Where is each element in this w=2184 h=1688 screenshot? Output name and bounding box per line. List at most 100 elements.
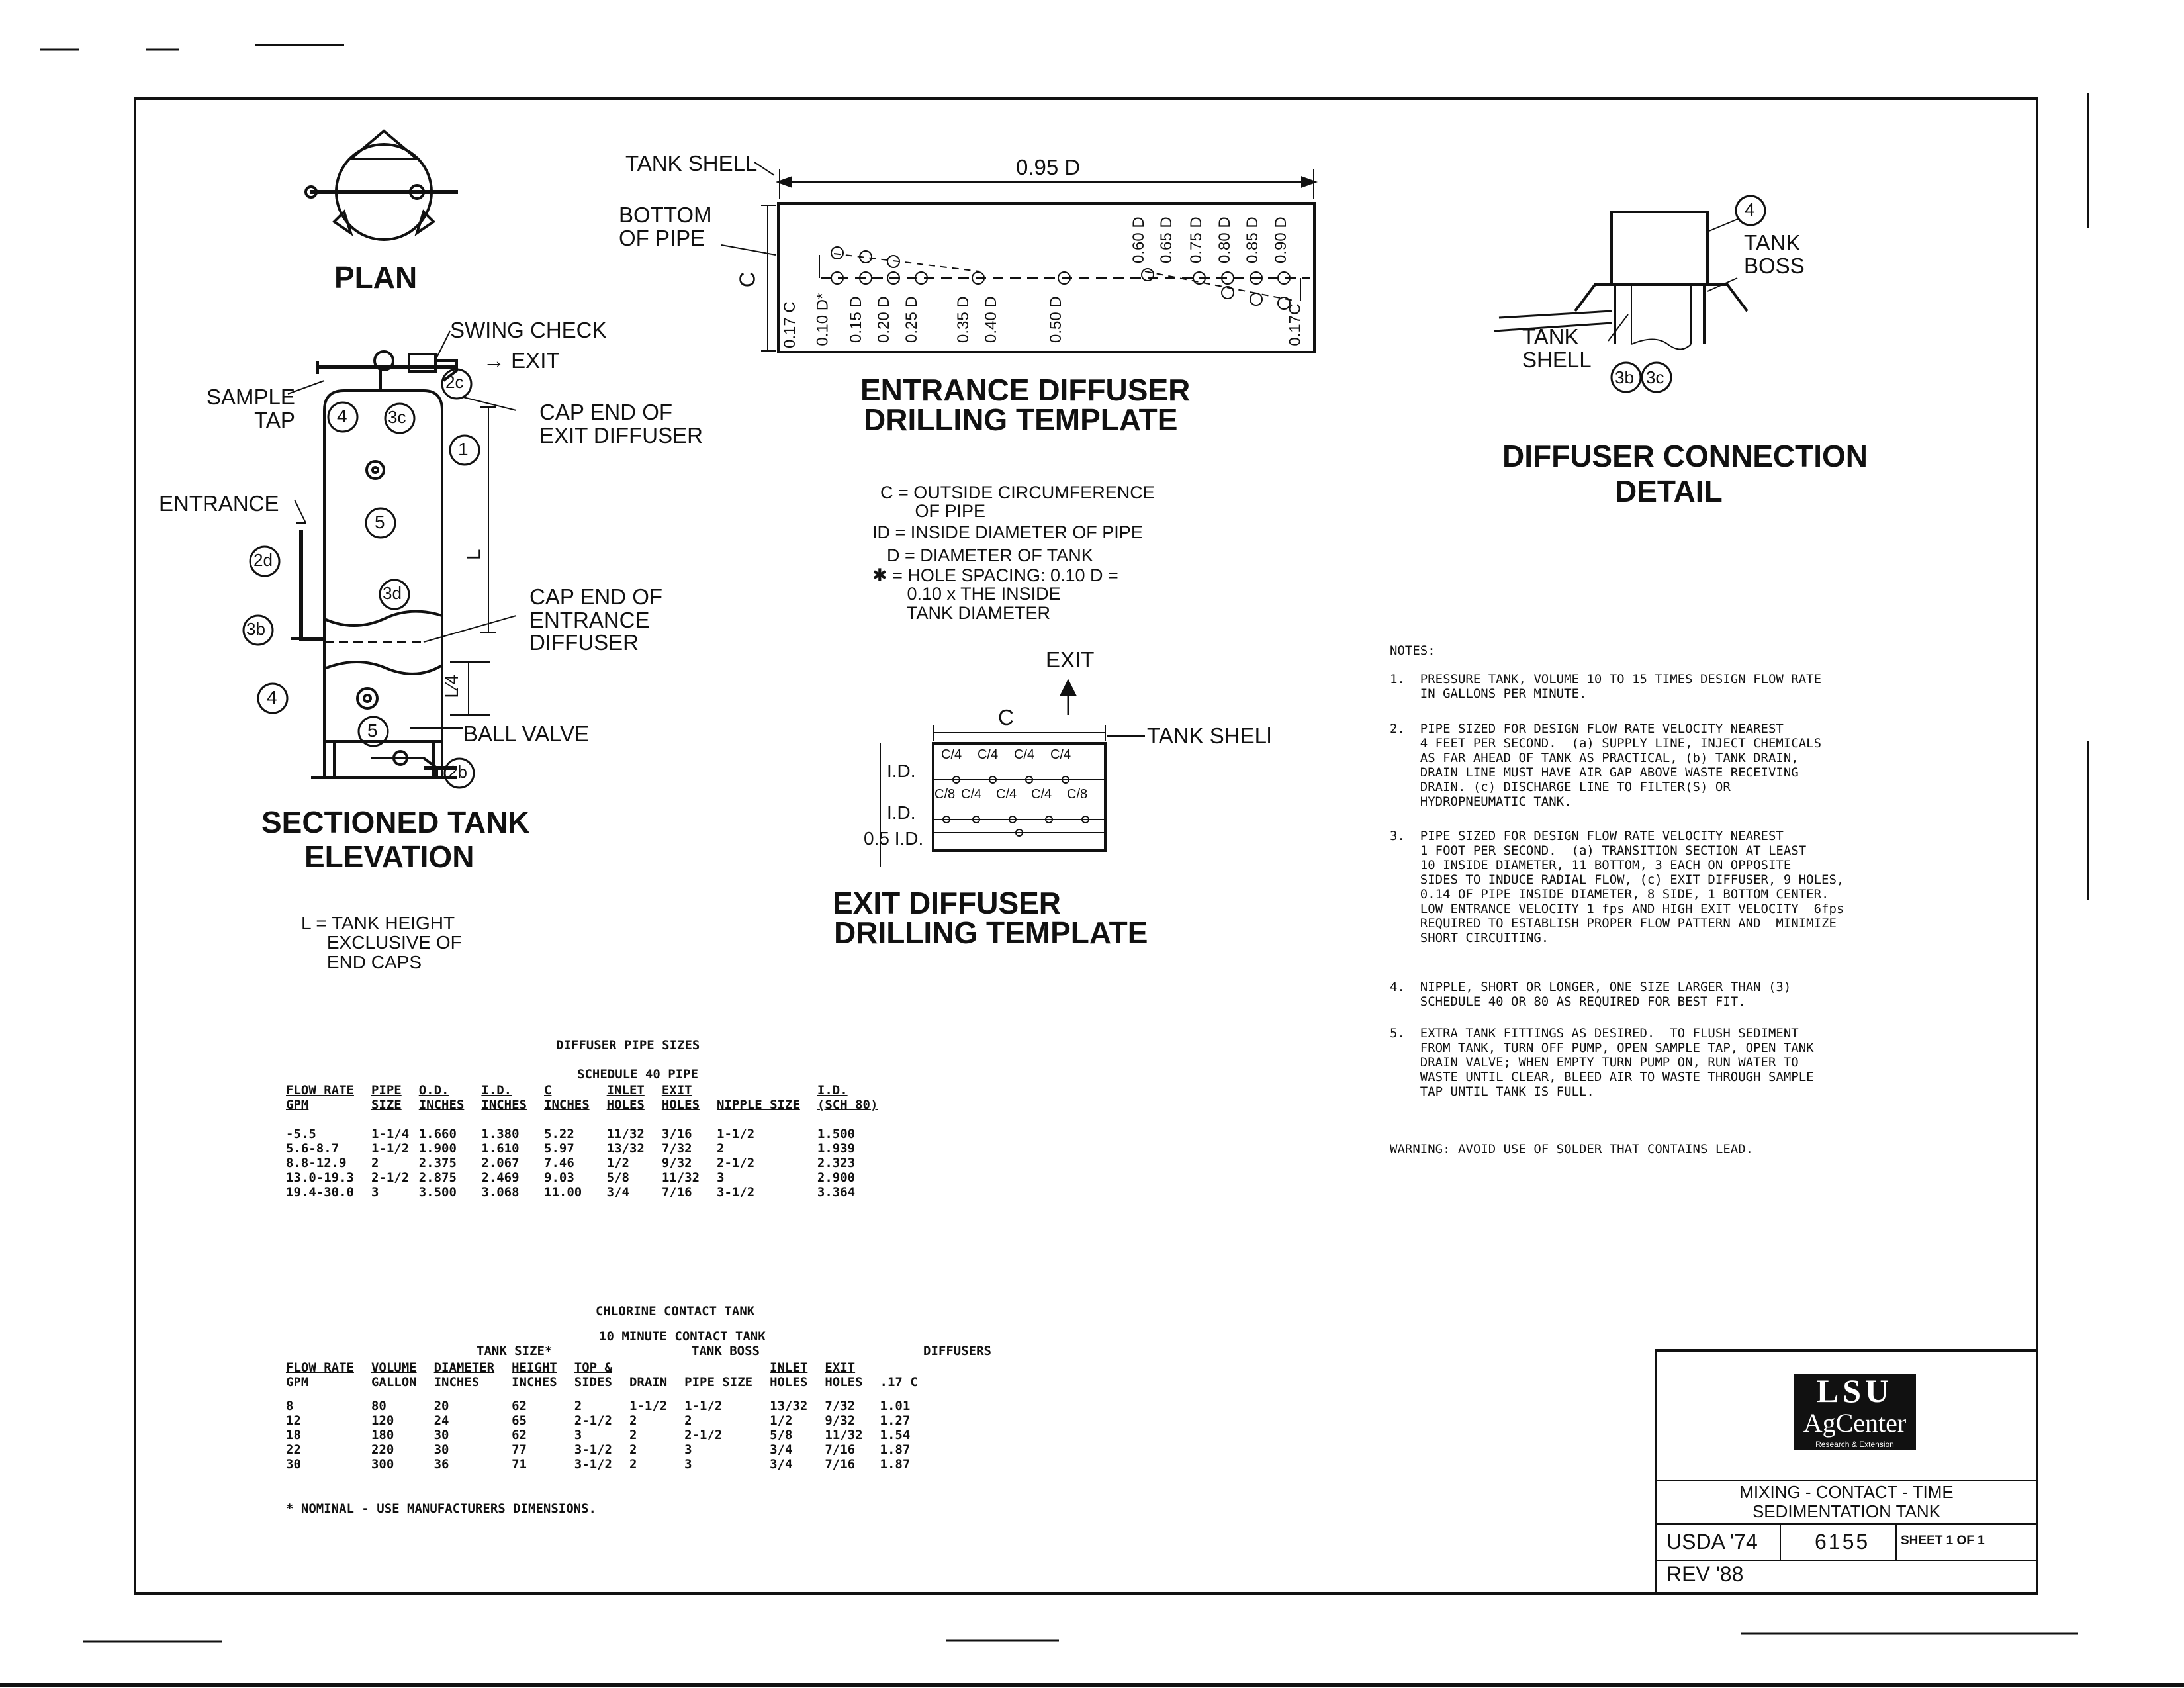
exit-id-3: 0.5 I.D.	[864, 828, 924, 849]
exit-template-tank-shell-label: TANK SHELl	[1147, 724, 1272, 748]
table-cell: 12	[286, 1413, 301, 1428]
group-diffusers: DIFFUSERS	[923, 1344, 991, 1358]
table-cell: 19.4-30.0	[286, 1185, 354, 1199]
group-tank-size: TANK SIZE*	[477, 1344, 553, 1358]
table-cell: 2	[629, 1457, 637, 1472]
col-nipple-size: NIPPLE SIZE	[717, 1098, 800, 1112]
col-c: C INCHES	[544, 1083, 590, 1112]
table-cell: 3/4	[770, 1457, 793, 1472]
table-cell: 2	[574, 1399, 582, 1413]
table-cell: 2	[717, 1141, 725, 1156]
table-cell: 36	[433, 1457, 449, 1472]
table-cell: 3-1/2	[574, 1442, 612, 1457]
table-cell: 1.87	[880, 1442, 911, 1457]
callout-4-bottom: 4	[267, 687, 277, 708]
title-block-title: MIXING - CONTACT - TIME SEDIMENTATION TA…	[1656, 1483, 2037, 1521]
pos-label: 0.85 D	[1243, 216, 1261, 263]
table-cell: 20	[433, 1399, 449, 1413]
table-cell: 11.00	[544, 1185, 582, 1199]
exit-spacing-label: C/4	[1014, 747, 1035, 762]
l-note: L = TANK HEIGHT EXCLUSIVE OF END CAPS	[301, 913, 462, 972]
table-cell: 80	[371, 1399, 387, 1413]
plan-view-drawing	[304, 129, 458, 241]
table-cell: 2-1/2	[371, 1170, 410, 1185]
col-nipple-id: I.D. (SCH 80)	[817, 1083, 878, 1112]
exit-template-title-line2: DRILLING TEMPLATE	[834, 915, 1148, 950]
table-cell: 1.660	[418, 1127, 457, 1141]
entrance-label: ENTRANCE	[159, 491, 279, 516]
col-drain: DRAIN	[629, 1375, 668, 1389]
elevation-title-line2: ELEVATION	[304, 839, 475, 874]
logo-sub: AgCenter	[1794, 1408, 1916, 1438]
width-dim-label: 0.95 D	[1016, 155, 1081, 179]
logo-main: LSU	[1794, 1374, 1916, 1408]
table-cell: 2	[371, 1156, 379, 1170]
table-cell: 8.8-12.9	[286, 1156, 347, 1170]
table-cell: 1/2	[606, 1156, 629, 1170]
pos-label: 0.65 D	[1157, 216, 1175, 263]
legend-id: ID = INSIDE DIAMETER OF PIPE	[872, 522, 1143, 542]
table-cell: 71	[512, 1457, 527, 1472]
table-header-row: FLOW RATE GPM PIPE SIZE O.D. INCHES I.D.…	[286, 1083, 884, 1112]
drawing-number: 6155	[1815, 1530, 1870, 1554]
table-cell: 3.500	[418, 1185, 457, 1199]
callout-3c-connection: 3c	[1646, 367, 1664, 387]
title-line1: MIXING - CONTACT - TIME	[1739, 1482, 1954, 1502]
connection-title-line1: DIFFUSER CONNECTION	[1502, 439, 1868, 473]
table-cell: 3.364	[817, 1185, 856, 1199]
table-cell: 7/16	[825, 1442, 856, 1457]
pos-label: 0.90 D	[1271, 216, 1290, 263]
exit-spacing-label: C/8	[1067, 787, 1088, 802]
pos-label: 0.17 C	[780, 301, 799, 348]
cap-exit-label: CAP END OF EXIT DIFFUSER	[539, 400, 703, 447]
exit-label: → EXIT	[483, 348, 560, 373]
elevation-title-line1: SECTIONED TANK	[261, 805, 530, 839]
table-cell: 220	[371, 1442, 394, 1457]
table-cell: 13/32	[606, 1141, 645, 1156]
exit-template-title-line1: EXIT DIFFUSER	[833, 886, 1062, 920]
pipe-table-subtitle: SCHEDULE 40 PIPE	[577, 1067, 699, 1082]
table-cell: 11/32	[661, 1170, 700, 1185]
dim-l-label: L	[463, 549, 485, 561]
plan-title: PLAN	[334, 260, 418, 295]
table-cell: 1.01	[880, 1399, 911, 1413]
callout-2b: 2b	[448, 762, 467, 782]
pos-label: 0.25 D	[902, 296, 921, 343]
exit-template-exit-label: EXIT	[1046, 647, 1095, 672]
pos-label: 0.35 D	[954, 296, 972, 343]
table-cell: 2.375	[418, 1156, 457, 1170]
page-edge-marks	[0, 44, 2184, 1687]
sample-tap-label: SAMPLE TAP	[206, 385, 295, 432]
table-cell: 5/8	[770, 1428, 793, 1442]
col-inlet-holes: INLET HOLES	[770, 1360, 808, 1389]
table-cell: 2.469	[481, 1170, 520, 1185]
table-cell: 5.6-8.7	[286, 1141, 340, 1156]
entrance-template-title-line2: DRILLING TEMPLATE	[864, 402, 1178, 437]
dim-quarter-label: L⁄4	[441, 674, 463, 698]
table-cell: 9/32	[825, 1413, 856, 1428]
table-cell: 11/32	[606, 1127, 645, 1141]
ball-valve-label: BALL VALVE	[463, 722, 590, 746]
table-cell: 9/32	[661, 1156, 692, 1170]
pos-label: 0.17C	[1286, 303, 1304, 346]
contact-table-footnote: * NOMINAL - USE MANUFACTURERS DIMENSIONS…	[286, 1501, 596, 1516]
height-dim-label: C	[735, 271, 760, 288]
table-cell: 3-1/2	[717, 1185, 755, 1199]
table-cell: 7/16	[661, 1185, 692, 1199]
connection-detail-drawing	[1494, 195, 1766, 393]
col-flow-rate: FLOW RATE GPM	[286, 1360, 354, 1389]
note-item: 1. PRESSURE TANK, VOLUME 10 TO 15 TIMES …	[1390, 672, 1822, 701]
exit-spacing-label: C/4	[978, 747, 999, 762]
table-cell: 3/16	[661, 1127, 692, 1141]
table-cell: 2	[629, 1428, 637, 1442]
col-id: I.D. INCHES	[481, 1083, 527, 1112]
note-item: 4. NIPPLE, SHORT OR LONGER, ONE SIZE LAR…	[1390, 980, 1792, 1009]
tank-boss-label: TANK BOSS	[1744, 230, 1805, 278]
exit-spacing-label: C/8	[934, 787, 956, 802]
table-cell: 2.323	[817, 1156, 856, 1170]
